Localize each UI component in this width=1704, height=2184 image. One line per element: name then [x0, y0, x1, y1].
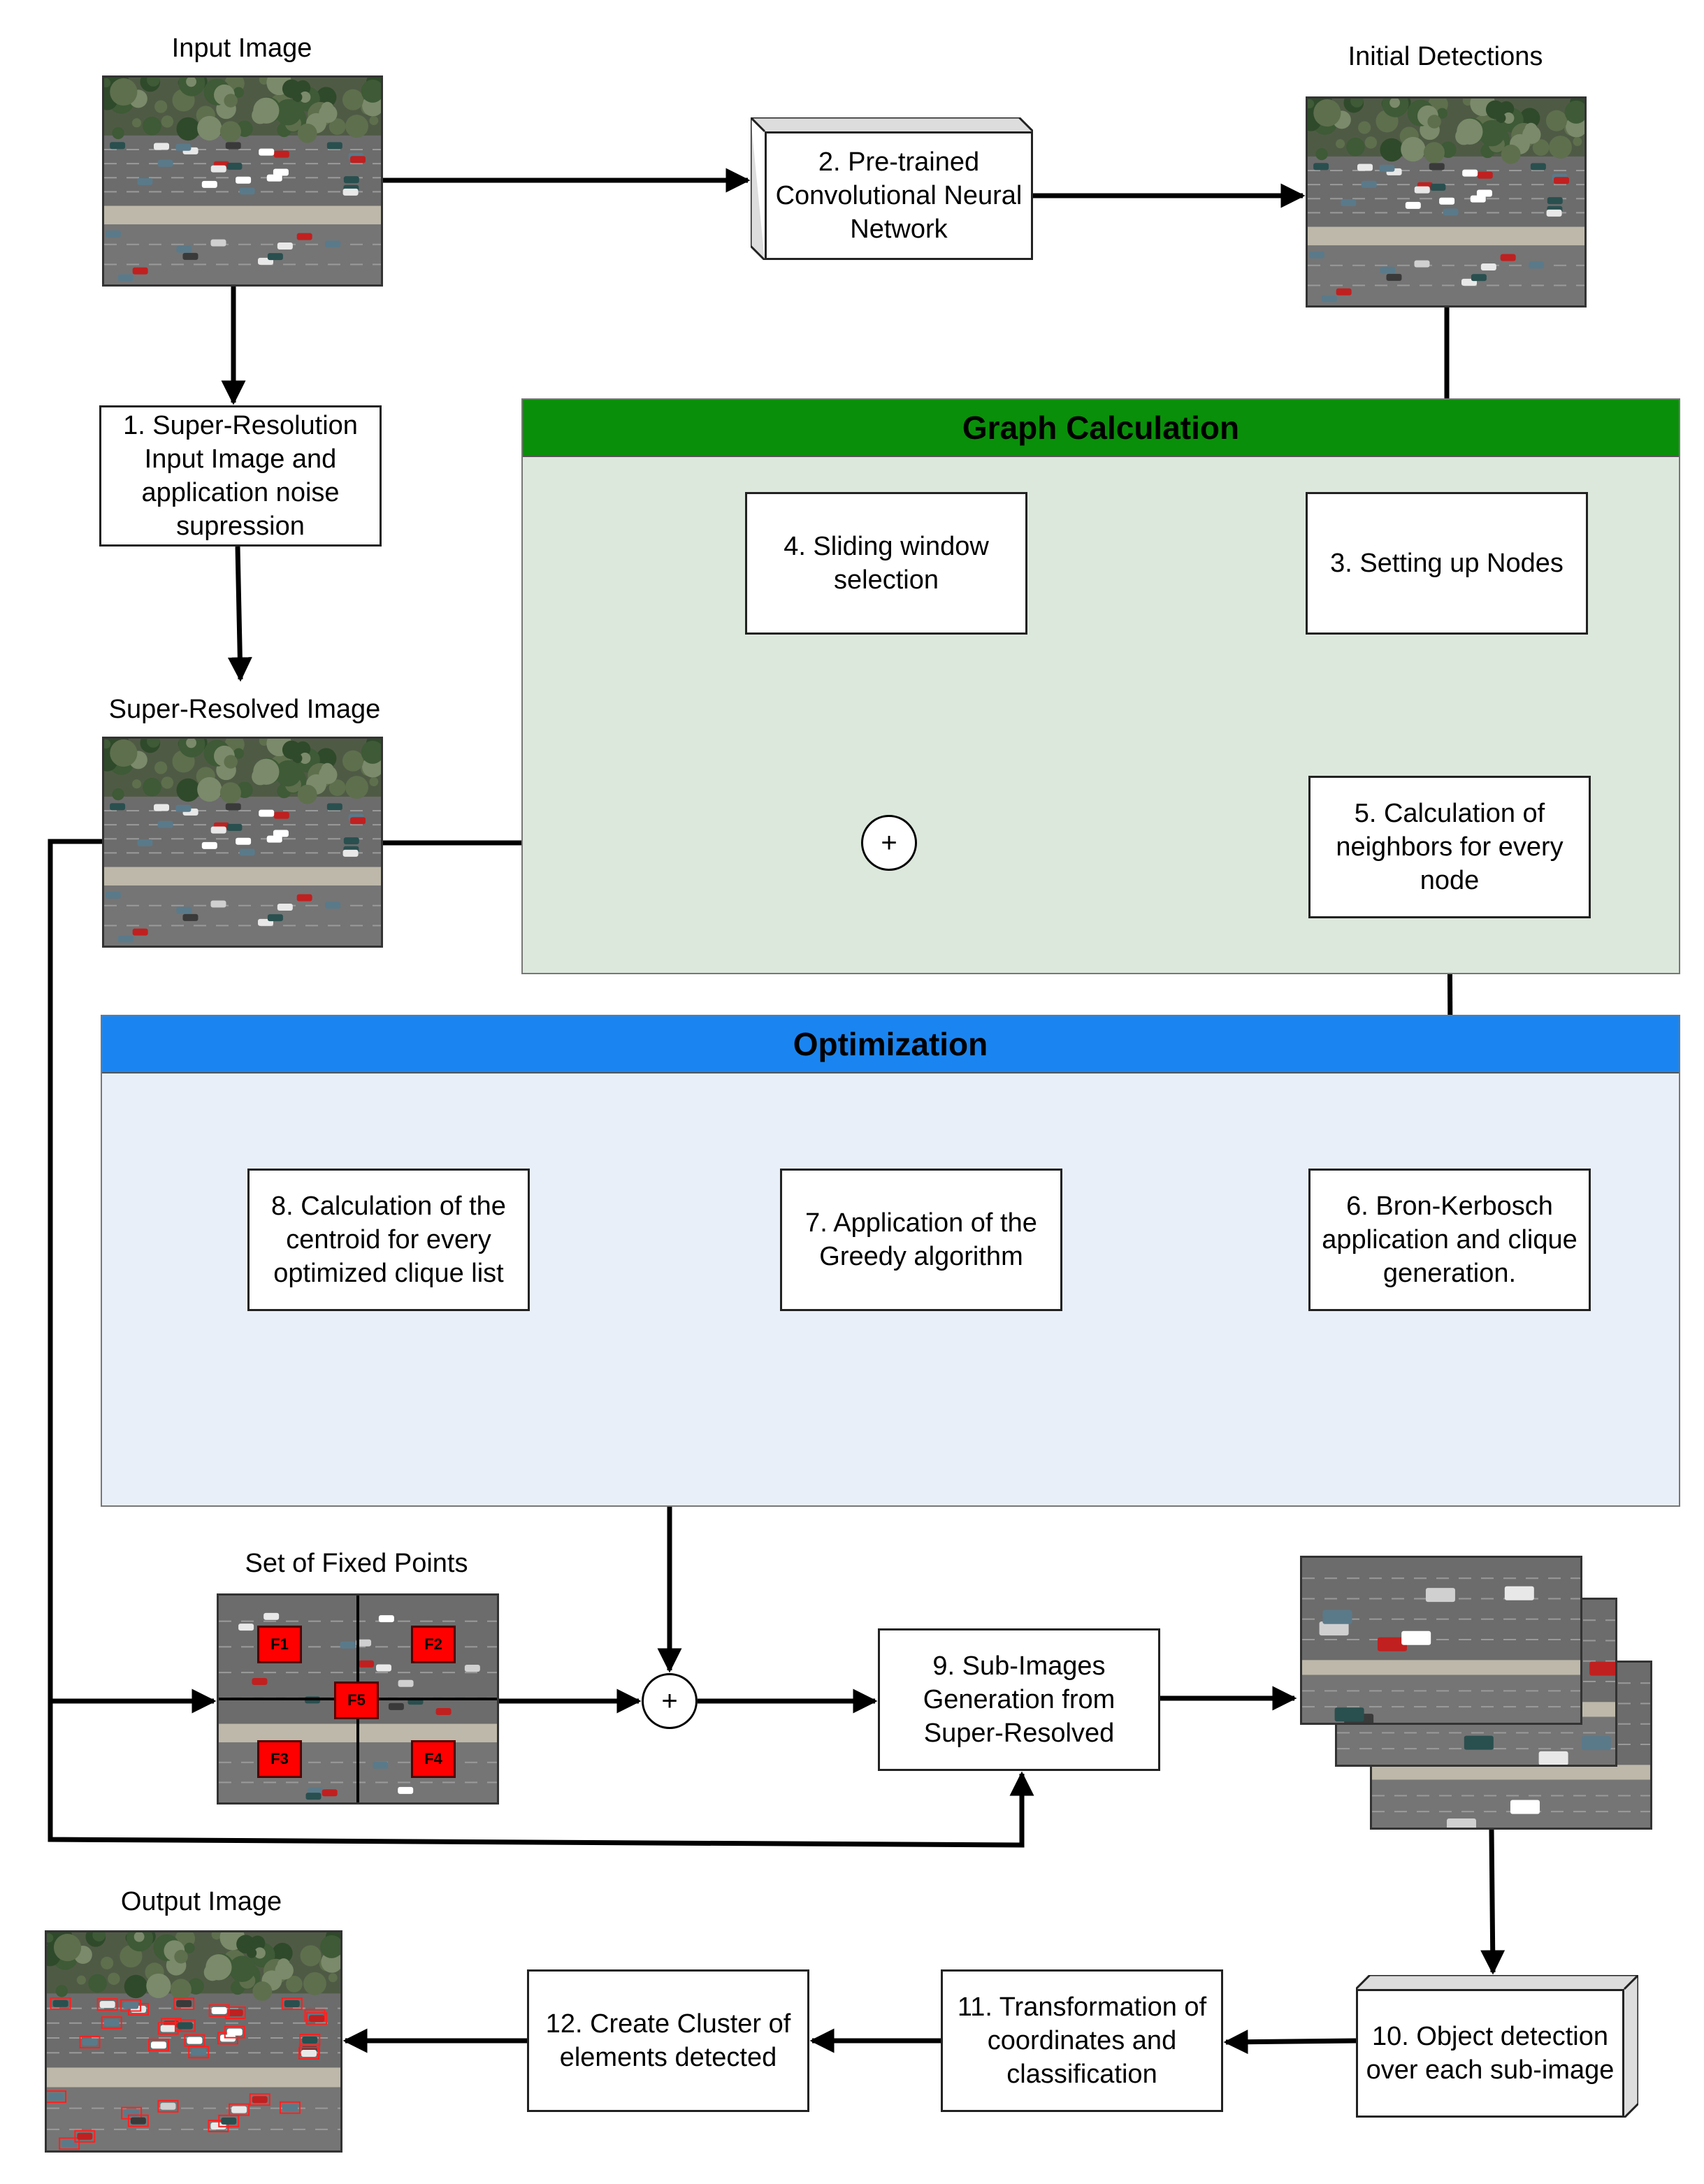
- step-6-line-1: 6. Bron-Kerbosch: [1346, 1192, 1553, 1221]
- step-12-line-2: elements detected: [559, 2043, 777, 2072]
- super-resolved-image-caption: Super-Resolved Image: [108, 695, 381, 724]
- step-2-line-2: Convolutional Neural: [775, 181, 1023, 210]
- step-5-line-1: 5. Calculation of: [1354, 799, 1545, 828]
- step-3-line-1: 3. Setting up Nodes: [1330, 549, 1564, 578]
- step-7-line-2: Greedy algorithm: [819, 1242, 1023, 1271]
- step-9-line-1: 9. Sub-Images: [932, 1651, 1106, 1681]
- step-11-line-2: coordinates and: [987, 2026, 1177, 2055]
- wire-super-resolved-left-branch: [48, 839, 1034, 1848]
- step-10-label: 10. Object detection over each sub-image: [1356, 1989, 1624, 2118]
- step-8-line-1: 8. Calculation of the: [271, 1192, 506, 1221]
- sub-image-1: [1300, 1556, 1582, 1725]
- step-3-setting-up-nodes: 3. Setting up Nodes: [1306, 492, 1588, 635]
- step-6-line-3: generation.: [1382, 1259, 1517, 1288]
- step-12-create-cluster: 12. Create Cluster of elements detected: [527, 1969, 809, 2112]
- input-image-caption: Input Image: [171, 34, 312, 63]
- step-10-line-1: 10. Object detection: [1371, 2022, 1608, 2051]
- arrow-sub-images-to-step10: [1480, 1829, 1506, 1975]
- step-6-bron-kerbosch: 6. Bron-Kerbosch application and clique ge…: [1308, 1169, 1591, 1311]
- set-of-fixed-points-caption: Set of Fixed Points: [245, 1549, 468, 1578]
- step-1-line-4: supression: [176, 512, 305, 541]
- step-8-line-3: optimized clique list: [273, 1259, 504, 1288]
- arrow-step10-to-step11: [1223, 2030, 1357, 2055]
- arrow-step1-to-super-resolved: [227, 546, 252, 682]
- step-7-line-1: 7. Application of the: [805, 1208, 1037, 1238]
- step-11-transformation: 11. Transformation of coordinates and clas…: [941, 1969, 1223, 2112]
- output-image-caption: Output Image: [120, 1887, 282, 1916]
- graph-calculation-title: Graph Calculation: [523, 400, 1679, 457]
- step-8-centroid: 8. Calculation of the centroid for every o…: [247, 1169, 530, 1311]
- junction-sum-2-symbol: +: [661, 1685, 678, 1716]
- fixed-point-f3: F3: [257, 1740, 302, 1778]
- junction-sum-2: +: [642, 1673, 698, 1729]
- step-8-line-2: centroid for every: [286, 1225, 491, 1254]
- step-2-line-3: Network: [850, 215, 948, 244]
- step-6-line-2: application and clique: [1322, 1225, 1577, 1254]
- initial-detections-caption: Initial Detections: [1348, 42, 1543, 71]
- step-1-line-3: application noise: [141, 478, 340, 507]
- optimization-title: Optimization: [102, 1016, 1679, 1073]
- step-5-line-3: node: [1420, 866, 1480, 895]
- step-1-line-2: Input Image and: [144, 444, 337, 474]
- step-4-sliding-window: 4. Sliding window selection: [745, 492, 1027, 635]
- step-10-line-2: over each sub-image: [1366, 2055, 1615, 2085]
- fixed-point-f1: F1: [257, 1626, 302, 1663]
- initial-detections-thumbnail: [1306, 96, 1587, 308]
- fixed-point-f4: F4: [411, 1740, 456, 1778]
- step-2-line-1: 2. Pre-trained: [818, 147, 980, 177]
- super-resolved-image-thumbnail: [102, 737, 383, 948]
- step-9-line-3: Super-Resolved: [923, 1719, 1115, 1748]
- step-9-line-2: Generation from: [923, 1685, 1115, 1714]
- fixed-point-f5: F5: [334, 1682, 379, 1719]
- fixed-point-f2: F2: [411, 1626, 456, 1663]
- step-11-line-3: classification: [1006, 2060, 1157, 2089]
- step-12-line-1: 12. Create Cluster of: [545, 2009, 791, 2039]
- input-image-thumbnail: [102, 75, 383, 287]
- step-1-line-1: 1. Super-Resolution: [123, 411, 358, 440]
- output-image-thumbnail: [45, 1930, 342, 2153]
- junction-sum-1: +: [861, 815, 917, 871]
- step-2-pretrained-cnn: [751, 117, 1033, 260]
- step-5-line-2: neighbors for every: [1336, 832, 1564, 862]
- step-4-line-1: 4. Sliding window: [784, 532, 989, 561]
- step-4-line-2: selection: [834, 565, 939, 595]
- junction-sum-1-symbol: +: [881, 827, 897, 858]
- step-5-neighbors: 5. Calculation of neighbors for every node: [1308, 776, 1591, 918]
- step-11-line-1: 11. Transformation of: [957, 1993, 1207, 2022]
